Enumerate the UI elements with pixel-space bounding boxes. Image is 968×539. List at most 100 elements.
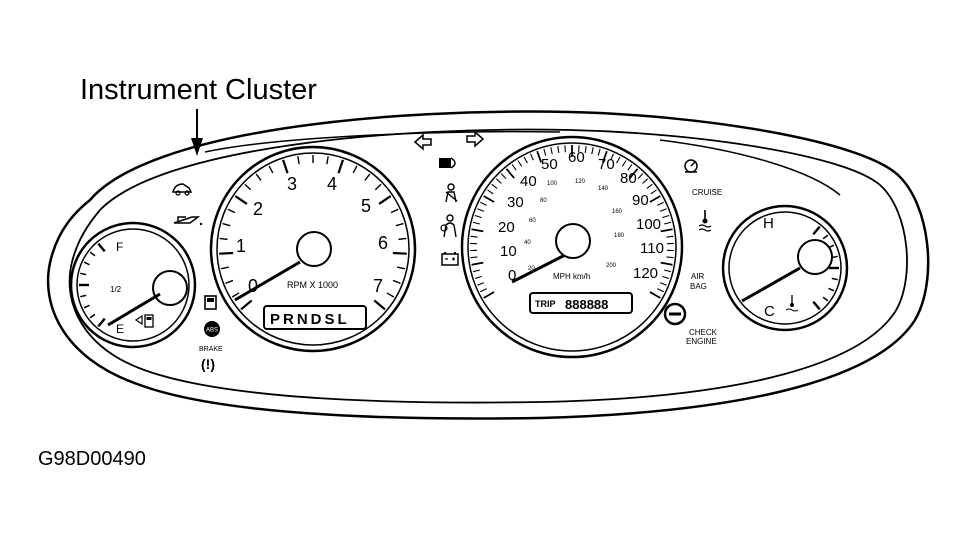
kmh-number-200: 200: [606, 263, 617, 269]
trip-label: TRIP: [535, 299, 556, 309]
cluster-face-outline: [204, 130, 841, 196]
temp-hot-label: H: [763, 215, 774, 232]
temp-gauge-inner-ring: [728, 211, 842, 325]
mph-number-100: 100: [636, 216, 661, 233]
gauge-tick: [666, 235, 674, 238]
gauge-tick: [364, 173, 371, 181]
temp-gauge-ring: [721, 204, 849, 332]
gauge-tick: [337, 159, 344, 174]
tach-number-5: 5: [361, 196, 371, 216]
gauge-tick: [373, 299, 386, 311]
gauge-tick: [219, 251, 234, 255]
gauge-tick: [477, 208, 485, 212]
temp-gauge-needle: [741, 266, 801, 303]
gauge-tick: [240, 299, 253, 311]
tachometer-ticks: [219, 155, 407, 311]
gauge-tick: [822, 234, 829, 240]
figure-title: Instrument Cluster: [80, 74, 317, 106]
speedo-unit-label: MPH km/h: [553, 272, 590, 281]
cluster-inner-bezel: [68, 128, 908, 404]
brake-label: BRAKE: [199, 346, 223, 353]
gauge-tick: [220, 266, 230, 270]
gauge-tick: [282, 159, 289, 174]
mph-number-90: 90: [632, 192, 649, 209]
gauge-tick: [543, 148, 547, 156]
gauge-tick: [471, 228, 484, 233]
low-fuel-icon: [204, 295, 217, 310]
mph-number-110: 110: [640, 240, 664, 257]
tach-number-6: 6: [378, 233, 388, 253]
gauge-tick: [812, 225, 821, 236]
gauge-tick: [511, 164, 517, 171]
coolant-temp-icon: [785, 295, 799, 312]
gauge-tick: [480, 201, 487, 206]
gauge-tick: [523, 156, 528, 164]
gauge-tick: [666, 256, 674, 259]
gauge-tick: [80, 294, 87, 298]
gauge-tick: [390, 208, 399, 214]
kmh-number-140: 140: [598, 186, 609, 192]
odometer-digits: 888888: [565, 297, 608, 312]
gauge-tick: [584, 145, 587, 154]
gauge-tick: [83, 261, 90, 266]
gauge-tick: [557, 145, 560, 154]
gauge-tick: [326, 156, 329, 165]
gauge-tick: [550, 147, 553, 155]
speedometer-inner-ring: [467, 142, 677, 352]
mph-number-0: 0: [508, 267, 516, 284]
gauge-tick: [470, 235, 478, 238]
mph-number-10: 10: [500, 243, 517, 260]
gauge-tick: [470, 256, 478, 259]
gauge-tick: [225, 279, 234, 284]
gauge-tick: [395, 222, 404, 227]
oil-pressure-icon: [173, 216, 203, 226]
gauge-tick: [601, 150, 608, 163]
temp-gauge-hub: [797, 239, 833, 275]
mph-number-20: 20: [498, 219, 515, 236]
gauge-tick: [89, 251, 96, 257]
kmh-number-20: 20: [528, 266, 535, 272]
tach-number-0: 0: [248, 276, 258, 296]
airbag-label-line2: BAG: [690, 282, 707, 291]
gauge-tick: [621, 160, 627, 167]
gauge-tick: [83, 304, 90, 309]
tachometer-needle: [234, 260, 301, 302]
fuel-pump-icon: [134, 314, 154, 328]
mph-number-30: 30: [507, 194, 524, 211]
gauge-tick: [646, 183, 653, 189]
fuel-gauge-hub: [152, 270, 188, 306]
gauge-tick: [491, 183, 498, 189]
figure-id: G98D00490: [38, 448, 146, 470]
battery-icon: [441, 252, 459, 266]
gauge-tick: [477, 282, 485, 286]
check-engine-label-line1: CHECK: [689, 328, 718, 337]
odometer-box: [529, 292, 633, 314]
gauge-tick: [227, 208, 236, 214]
gauge-tick: [472, 221, 480, 225]
gauge-tick: [483, 195, 495, 203]
fuel-gauge-inner-ring: [76, 228, 190, 342]
tach-number-7: 7: [373, 276, 383, 296]
mph-number-60: 60: [568, 149, 585, 166]
tach-number-3: 3: [287, 174, 297, 194]
mph-number-40: 40: [520, 173, 537, 190]
kmh-number-80: 80: [540, 198, 547, 204]
gauge-tick: [664, 269, 672, 273]
fuel-gauge-ticks: [79, 242, 106, 328]
gauge-tick: [234, 195, 248, 205]
kmh-number-160: 160: [612, 209, 623, 215]
abs-label: ABS: [206, 328, 218, 334]
gauge-tick: [642, 178, 649, 184]
gauge-tick: [662, 275, 670, 280]
mph-number-80: 80: [620, 170, 637, 187]
gauge-tick: [662, 214, 670, 219]
gauge-tick: [657, 288, 664, 293]
kmh-number-40: 40: [524, 240, 531, 246]
fuel-half-label: 1/2: [110, 285, 122, 294]
kmh-number-120: 120: [575, 179, 586, 185]
airbag-label-line1: AIR: [691, 272, 705, 281]
gauge-tick: [591, 147, 594, 155]
cluster-outer-bezel: [46, 110, 930, 420]
gauge-tick: [831, 277, 838, 281]
